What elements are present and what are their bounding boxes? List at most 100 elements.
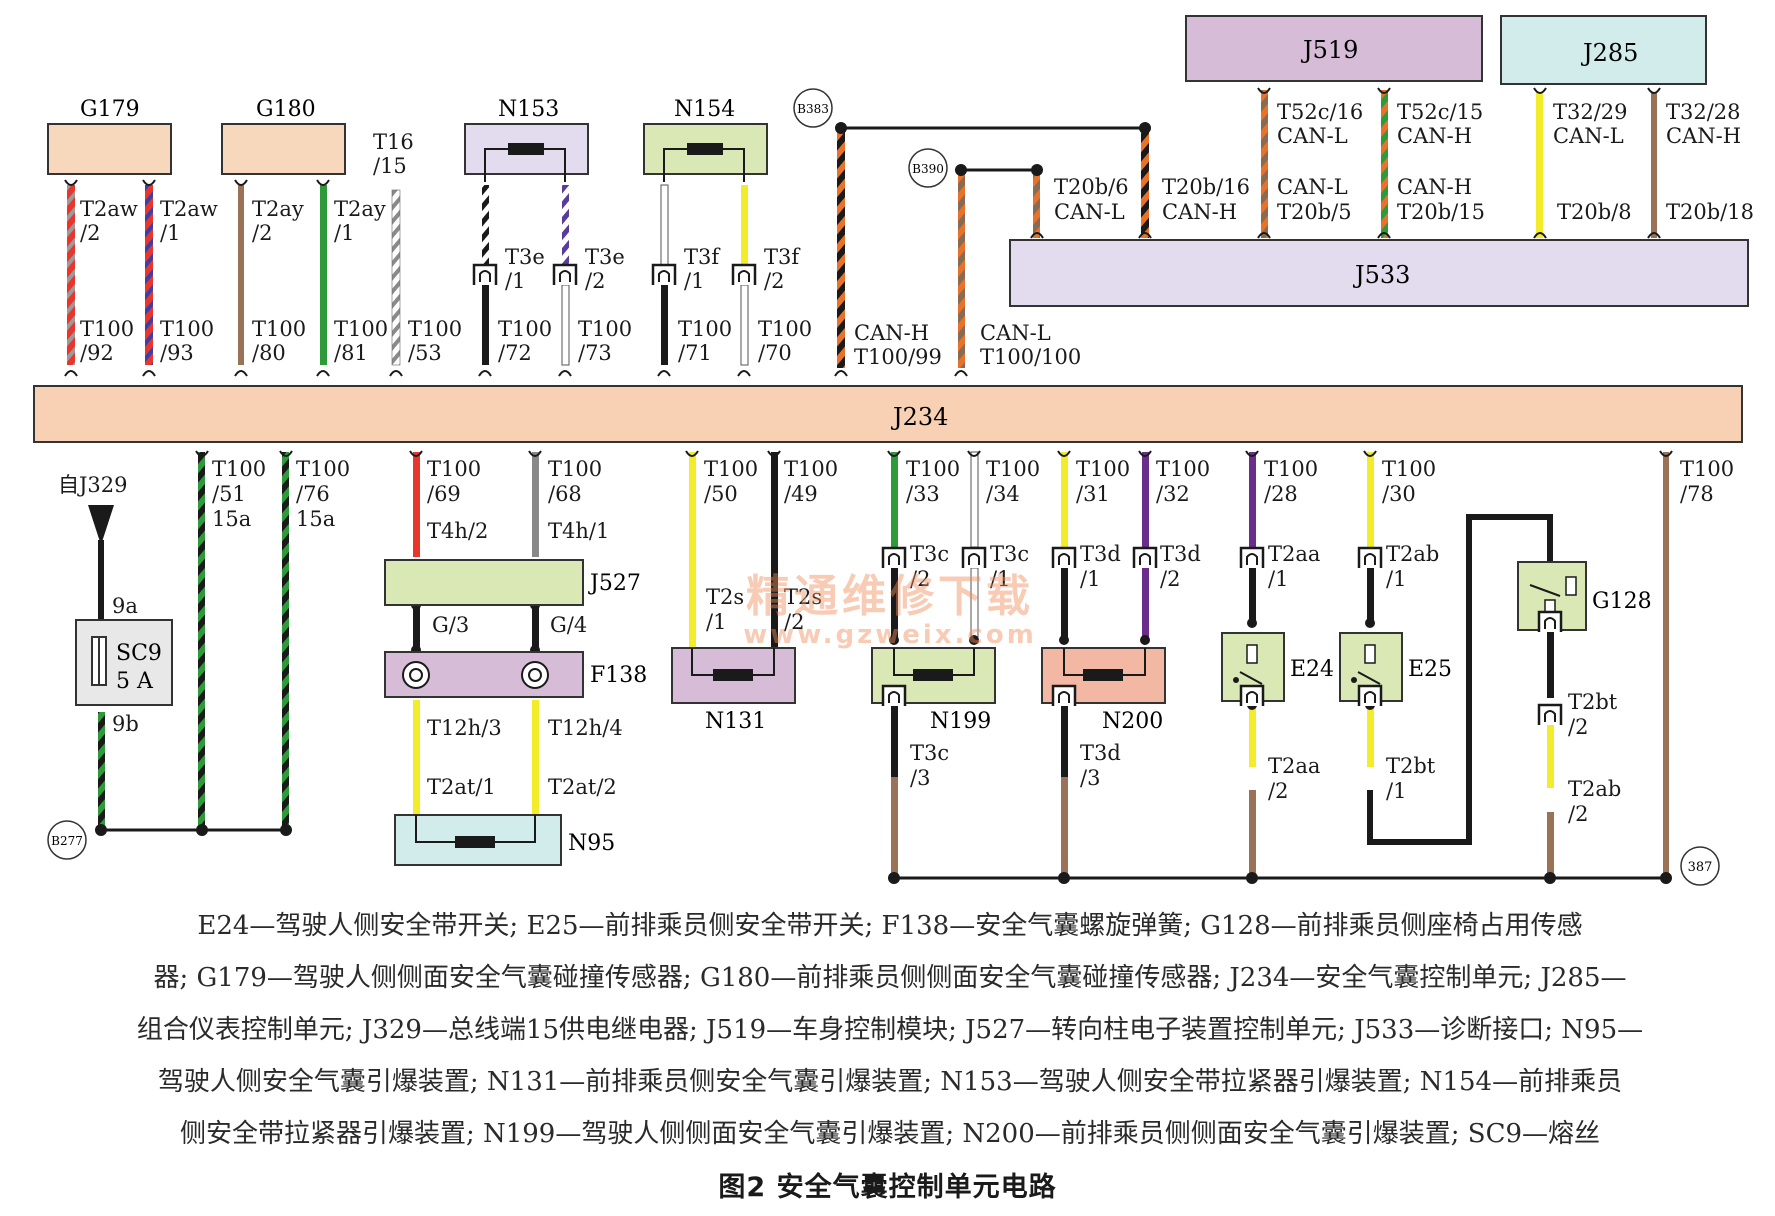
pin-label: T2aw — [160, 197, 218, 221]
pin-label: /1 — [334, 221, 354, 245]
component-j527: J527 — [384, 559, 641, 606]
pin-label: T100 — [1680, 457, 1734, 481]
pin-label: CAN-H — [854, 321, 929, 345]
connector-pin-icon — [1058, 553, 1070, 565]
pin-label: 9a — [112, 594, 138, 618]
pin-label: /3 — [910, 766, 930, 790]
pin-label: T100 — [784, 457, 838, 481]
pin-label: T100 — [498, 317, 552, 341]
e25-label: E25 — [1408, 657, 1452, 682]
wire-can-h-j533 — [1141, 128, 1149, 238]
connector-pin-icon — [738, 270, 750, 282]
connector-arc-icon — [685, 450, 699, 457]
connector-hood-icon — [1239, 546, 1265, 568]
pin-label: T100 — [80, 317, 134, 341]
g128-label: G128 — [1592, 589, 1652, 614]
wire-n154-a-bottom — [661, 285, 668, 365]
connector-arc-icon — [234, 179, 248, 186]
connector-hood-icon — [651, 263, 677, 285]
connector-hood-icon — [881, 546, 907, 568]
wire-t100-68 — [532, 452, 539, 557]
connector-pin-icon — [888, 553, 900, 565]
pin-label: T20b/18 — [1666, 200, 1754, 224]
wire-can-l-j234 — [958, 168, 965, 368]
connector-arc-icon — [1377, 232, 1391, 239]
connector-arc-icon — [316, 370, 330, 377]
pin-label: /2 — [910, 567, 930, 591]
connector-arc-icon — [316, 179, 330, 186]
component-j533: J533 — [1009, 239, 1749, 307]
connector-pin-icon — [1246, 553, 1258, 565]
pin-label: T100 — [252, 317, 306, 341]
wire-g179-1 — [67, 185, 75, 365]
connector-hood-icon — [1537, 703, 1563, 725]
wire-j285-can-l — [1536, 92, 1543, 238]
pin-label: T3e — [505, 245, 545, 269]
connector-pin-icon — [1139, 553, 1151, 565]
pin-label: T12h/4 — [548, 716, 623, 740]
wire-n153-b-bottom — [561, 284, 570, 366]
pin-label: /72 — [498, 341, 532, 365]
connector-arc-icon — [657, 370, 671, 377]
figure-title: 图2 安全气囊控制单元电路 — [718, 1172, 1057, 1203]
b383-label: B383 — [797, 102, 829, 116]
connector-arc-icon — [195, 450, 209, 457]
pin-label: T32/29 — [1553, 100, 1628, 124]
pin-label: T100 — [427, 457, 481, 481]
component-n154: N154 — [643, 97, 768, 182]
pin-label: G/4 — [550, 613, 587, 637]
pin-label: /78 — [1680, 482, 1714, 506]
pin-label: /68 — [548, 482, 582, 506]
connector-arc-icon — [887, 450, 901, 457]
pin-label: T2aa — [1268, 754, 1320, 778]
pin-label: T2s — [706, 585, 744, 609]
pin-label: /51 — [212, 482, 246, 506]
pin-label: /2 — [764, 269, 784, 293]
wire-e25-g128 — [1367, 514, 1553, 845]
connector-hood-icon — [1132, 546, 1158, 568]
connector-hood-icon — [1051, 684, 1077, 706]
legend-line: 组合仪表控制单元; J329—总线端15供电继电器; J519—车身控制模块; … — [136, 1015, 1644, 1045]
j285-label: J285 — [1580, 39, 1638, 67]
component-n153: N153 — [464, 97, 589, 182]
pin-label: CAN-H — [1162, 200, 1237, 224]
connector-arc-icon — [409, 450, 423, 457]
pin-label: /2 — [252, 221, 272, 245]
pin-label: T100 — [678, 317, 732, 341]
connector-pin-icon — [888, 691, 900, 703]
connector-arc-icon — [1257, 87, 1271, 94]
pin-label: /2 — [585, 269, 605, 293]
wire-g179-2 — [145, 185, 153, 365]
pin-label: /2 — [1568, 715, 1588, 739]
pin-label: /1 — [1268, 567, 1288, 591]
connector-arc-icon — [64, 179, 78, 186]
j533-label: J533 — [1352, 261, 1410, 289]
connector-hood-icon — [1239, 684, 1265, 706]
arrow-from-j329 — [88, 505, 114, 545]
pin-label: /2 — [1568, 802, 1588, 826]
n154-label: N154 — [674, 97, 735, 122]
component-e24: E24 — [1221, 632, 1334, 702]
wire-t100-31 — [1061, 452, 1068, 547]
connector-arc-icon — [967, 450, 981, 457]
pin-label: /1 — [160, 221, 180, 245]
pin-label: T100 — [408, 317, 462, 341]
pin-label: T32/28 — [1666, 100, 1741, 124]
pin-label: /49 — [784, 482, 818, 506]
pin-label: T100 — [160, 317, 214, 341]
pin-label: T2aa — [1268, 542, 1320, 566]
n199-label: N199 — [930, 709, 991, 734]
wire-n154-b-bottom — [740, 284, 749, 366]
connector-hood-icon — [1537, 610, 1563, 632]
connector-arc-icon — [389, 370, 403, 377]
g179-label: G179 — [80, 97, 140, 122]
connector-arc-icon — [142, 370, 156, 377]
connector-pin-icon — [1364, 553, 1376, 565]
wire-can-l-j533 — [1033, 170, 1040, 238]
pin-label: T2ab — [1386, 542, 1439, 566]
pin-label: T3f — [684, 245, 721, 269]
connector-arc-icon — [767, 450, 781, 457]
pin-label: CAN-H — [1397, 124, 1472, 148]
connector-arc-icon — [1057, 450, 1071, 457]
sc9-amp: 5 A — [116, 669, 154, 694]
